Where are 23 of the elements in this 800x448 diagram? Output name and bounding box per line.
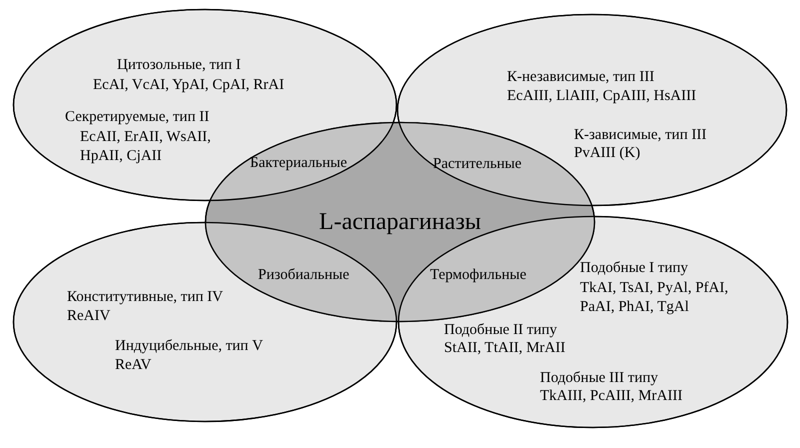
type-heading: Подобные I типу bbox=[580, 259, 688, 278]
enzyme-list: ReAV bbox=[115, 356, 152, 375]
center-title: L-аспарагиназы bbox=[319, 208, 481, 236]
type-heading: Индуцибельные, тип V bbox=[115, 337, 263, 356]
type-heading: Конститутивные, тип IV bbox=[67, 288, 223, 307]
type-heading: Секретируемые, тип II bbox=[65, 108, 210, 127]
region-label: Бактериальные bbox=[250, 154, 347, 173]
region-label: Растительные bbox=[433, 155, 522, 174]
enzyme-list: EcAII, ErAII, WsAII, HpAII, CjAII bbox=[80, 128, 240, 166]
enzyme-list: PvAIII (K) bbox=[574, 144, 640, 163]
enzyme-list: TkAI, TsAI, PyAl, PfAI, PaAI, PhAI, TgAl bbox=[580, 279, 755, 317]
enzyme-list: ReAIV bbox=[67, 307, 110, 326]
enzyme-list: EcAIII, LlAIII, CpAIII, HsAIII bbox=[507, 87, 696, 106]
type-heading: Цитозольные, тип I bbox=[117, 56, 241, 75]
enzyme-list: TkAIII, PcAIII, MrAIII bbox=[540, 387, 682, 406]
region-label: Ризобиальные bbox=[258, 266, 350, 285]
enzyme-list: StAII, TtAII, MrAII bbox=[444, 339, 566, 358]
type-heading: Подобные II типу bbox=[444, 321, 558, 340]
enzyme-list: EcAI, VcAI, YpAI, CpAI, RrAI bbox=[93, 76, 284, 95]
region-label: Термофильные bbox=[430, 266, 526, 285]
type-heading: Подобные III типу bbox=[540, 369, 658, 388]
type-heading: К-независимые, тип III bbox=[507, 68, 654, 87]
type-heading: К-зависимые, тип III bbox=[574, 126, 706, 145]
